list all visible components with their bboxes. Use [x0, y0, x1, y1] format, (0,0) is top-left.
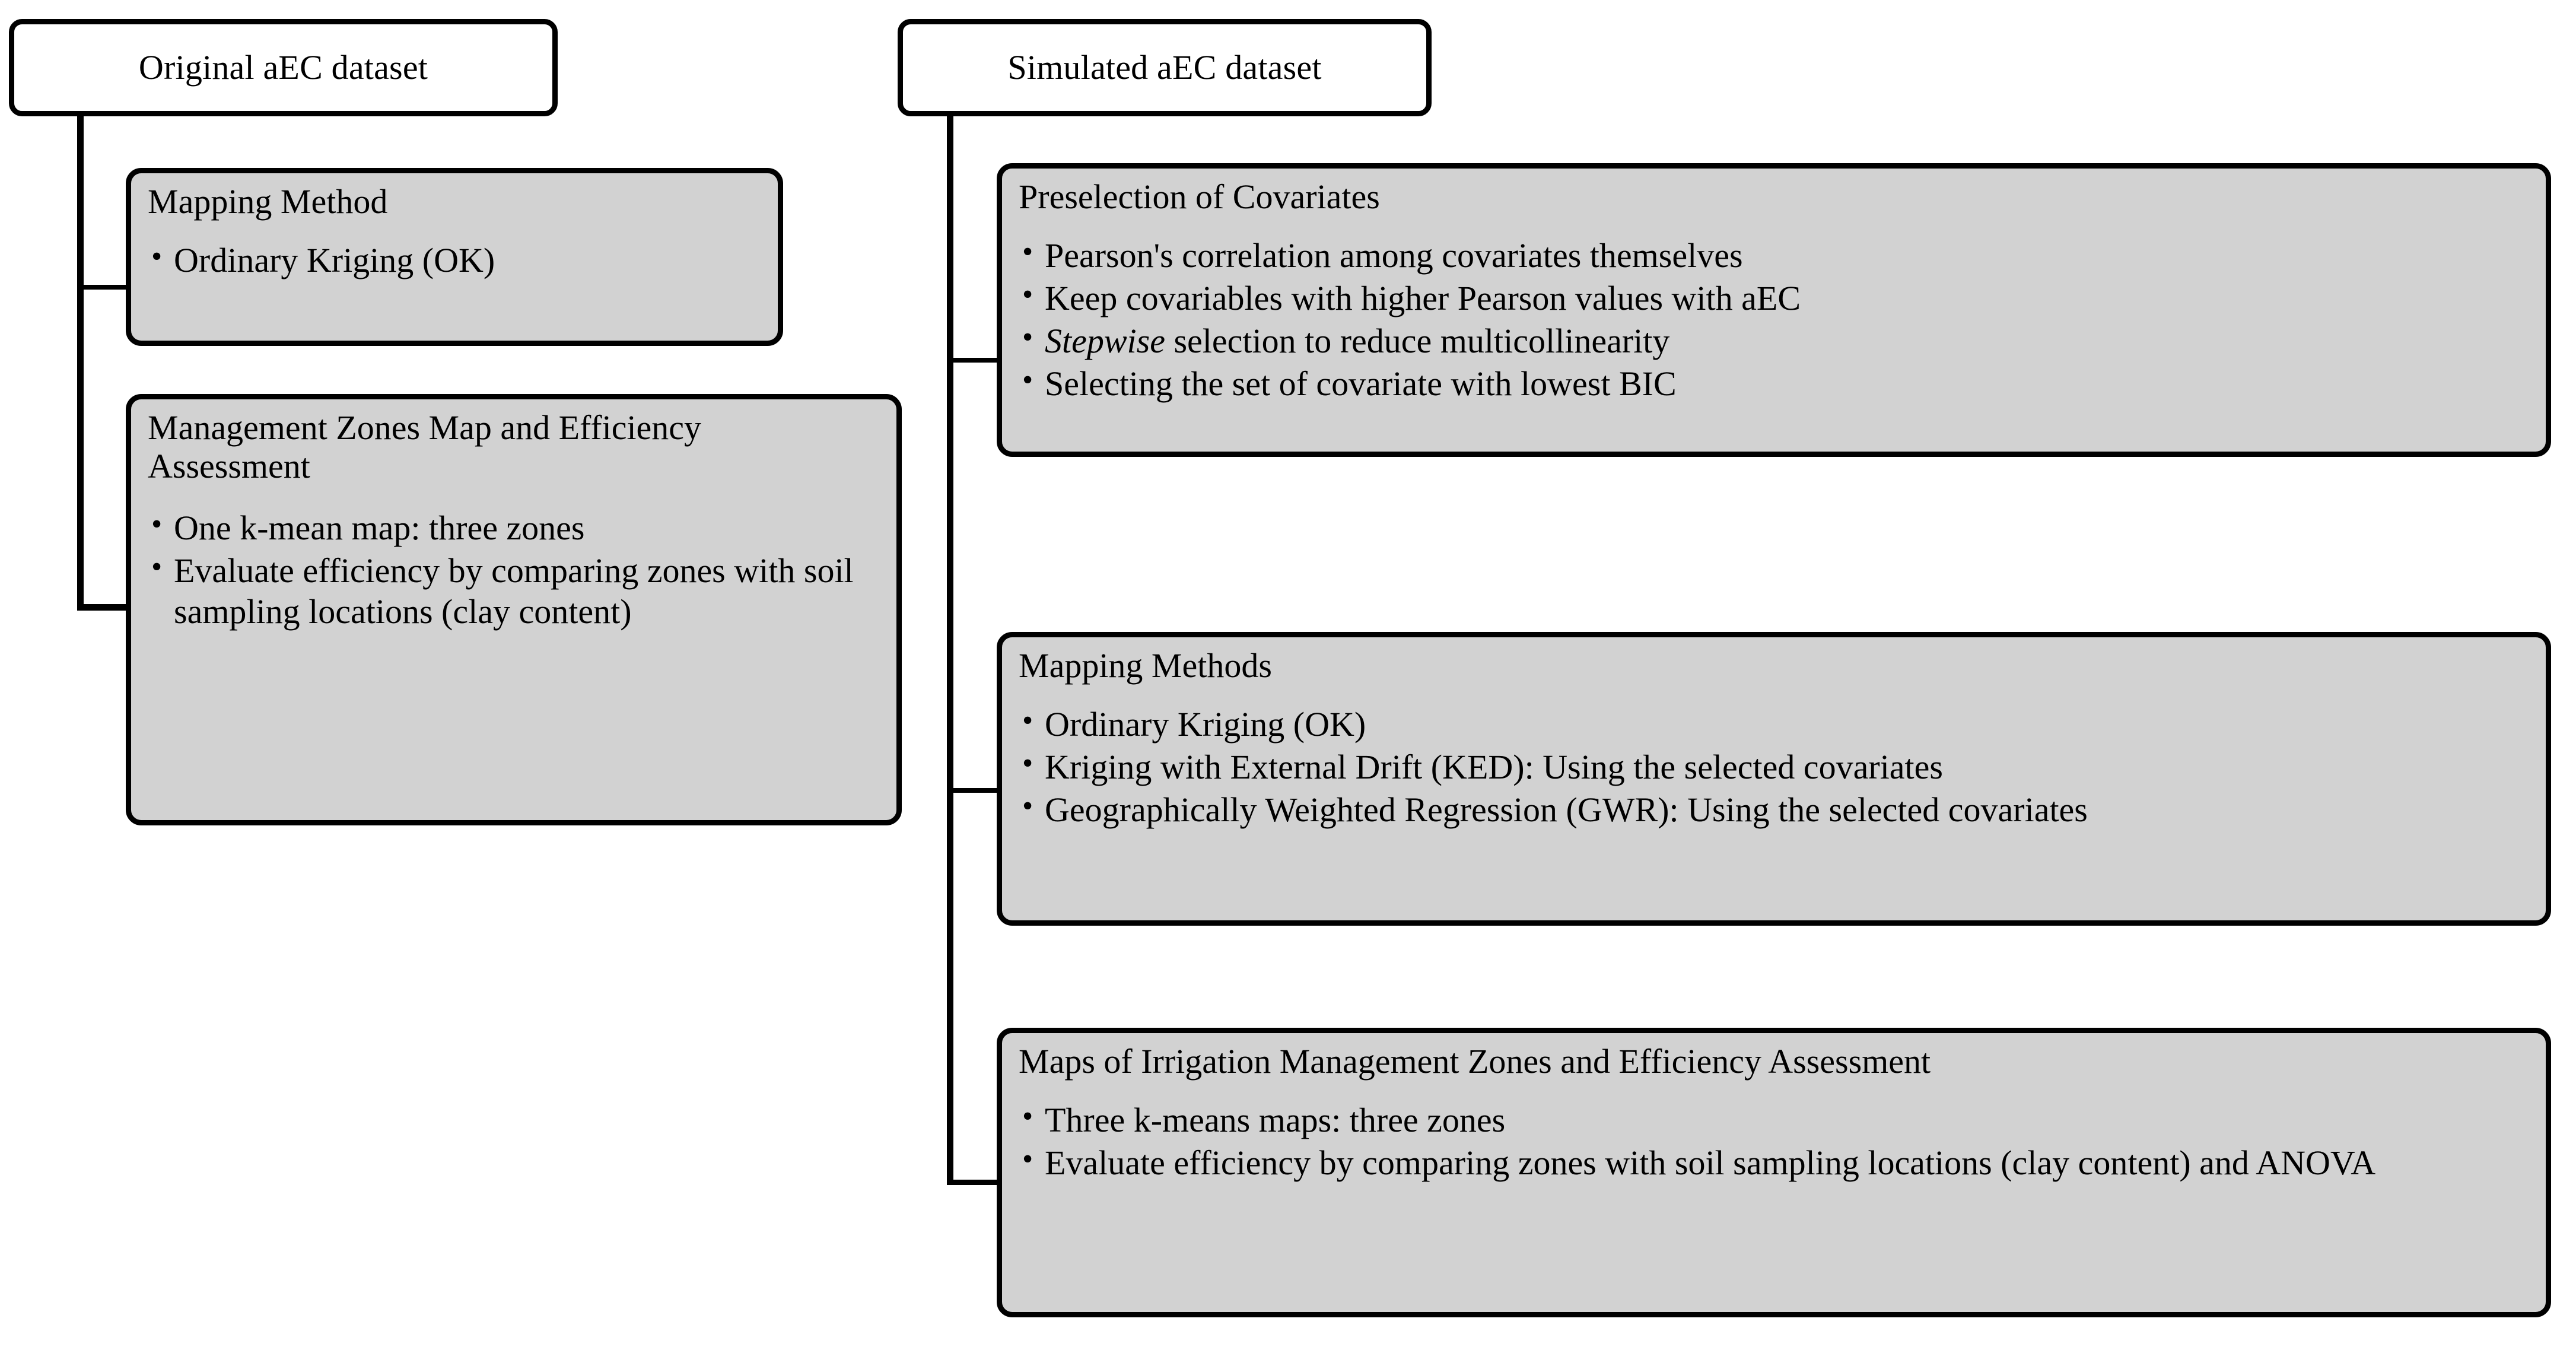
left-branch-connector-1: [77, 285, 136, 290]
stepwise-emphasis: Stepwise: [1045, 322, 1165, 361]
right-node-irrigation-zones[interactable]: Maps of Irrigation Management Zones and …: [997, 1028, 2551, 1317]
left-branch-connector-2: [77, 604, 136, 611]
left-node-management-zones[interactable]: Management Zones Map and Efficiency Asse…: [126, 394, 902, 825]
left-node-mapping-method[interactable]: Mapping Method Ordinary Kriging (OK): [126, 168, 783, 346]
left-node-2-heading: Management Zones Map and Efficiency Asse…: [148, 408, 702, 485]
list-item: Evaluate efficiency by comparing zones w…: [148, 549, 861, 632]
right-root-label: Simulated aEC dataset: [1007, 47, 1322, 87]
left-node-1-bullets: Ordinary Kriging (OK): [148, 239, 769, 282]
right-node-2-heading: Mapping Methods: [1019, 646, 1272, 685]
list-item: Pearson's correlation among covariates t…: [1019, 234, 2537, 276]
right-node-preselection[interactable]: Preselection of Covariates Pearson's cor…: [997, 163, 2551, 457]
right-trunk-line: [947, 116, 953, 1184]
right-branch-connector-1: [947, 358, 1004, 363]
left-node-1-heading: Mapping Method: [148, 182, 388, 221]
left-root-label: Original aEC dataset: [138, 47, 428, 87]
right-node-1-bullets: Pearson's correlation among covariates t…: [1019, 234, 2537, 406]
stepwise-rest: selection to reduce multicollinearity: [1165, 322, 1670, 361]
right-node-mapping-methods[interactable]: Mapping Methods Ordinary Kriging (OK) Kr…: [997, 632, 2551, 926]
list-item: Geographically Weighted Regression (GWR)…: [1019, 788, 2537, 830]
left-trunk-line: [77, 116, 84, 609]
list-item: Evaluate efficiency by comparing zones w…: [1019, 1141, 2528, 1183]
right-node-2-bullets: Ordinary Kriging (OK) Kriging with Exter…: [1019, 703, 2537, 832]
list-item: Ordinary Kriging (OK): [1019, 703, 2537, 745]
right-node-1-heading: Preselection of Covariates: [1019, 177, 1380, 216]
list-item: Keep covariables with higher Pearson val…: [1019, 277, 2537, 319]
list-item: Ordinary Kriging (OK): [148, 239, 769, 281]
right-root-box[interactable]: Simulated aEC dataset: [898, 19, 1432, 116]
list-item: Three k-means maps: three zones: [1019, 1098, 2528, 1140]
right-branch-connector-3: [947, 1180, 1004, 1185]
left-node-2-bullets: One k-mean map: three zones Evaluate eff…: [148, 506, 861, 634]
left-root-box[interactable]: Original aEC dataset: [9, 19, 558, 116]
right-node-3-heading: Maps of Irrigation Management Zones and …: [1019, 1042, 1931, 1081]
right-node-3-bullets: Three k-means maps: three zones Evaluate…: [1019, 1098, 2528, 1185]
list-item-italic: Stepwise selection to reduce multicollin…: [1019, 319, 2537, 361]
right-branch-connector-2: [947, 788, 1004, 793]
list-item: Selecting the set of covariate with lowe…: [1019, 362, 2537, 404]
list-item: One k-mean map: three zones: [148, 506, 861, 548]
list-item: Kriging with External Drift (KED): Using…: [1019, 745, 2537, 787]
